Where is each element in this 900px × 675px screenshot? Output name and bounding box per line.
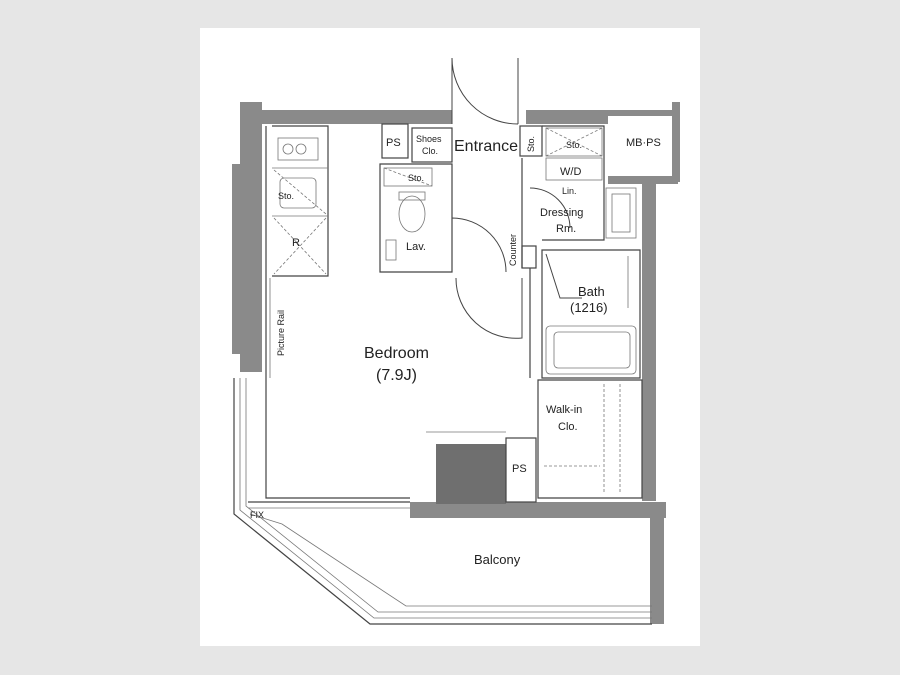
lav-sto — [383, 167, 433, 187]
picture-rail-label: Picture Rail — [276, 310, 286, 356]
fridge-x2 — [273, 217, 327, 275]
bedroom-lower-edge — [265, 378, 410, 499]
bedroom-name: Bedroom — [364, 345, 429, 362]
right-wall — [642, 183, 656, 501]
fridge-x1 — [273, 217, 327, 275]
burner-1 — [282, 143, 294, 155]
dressing-line2: Rm. — [556, 223, 576, 235]
lav-label: Lav. — [406, 241, 426, 253]
lav-sto-x — [383, 167, 433, 187]
mbps-label: MB·PS — [626, 137, 661, 149]
entrance-label: Entrance — [454, 138, 518, 155]
entrance-sto — [519, 125, 543, 157]
shoes-line1: Shoes — [416, 134, 442, 144]
balcony-outer — [233, 378, 652, 625]
bathtub — [545, 325, 637, 375]
floor-plan-sheet: Bedroom (7.9J) Entrance Bath (1216) Lav.… — [200, 28, 700, 646]
sto-top-right-x2 — [545, 127, 603, 157]
kitchen-sto-x1 — [273, 169, 327, 215]
balcony-rail-1 — [239, 378, 652, 619]
bath-size: (1216) — [570, 300, 608, 315]
lav-door — [451, 217, 507, 273]
balcony-inner — [249, 513, 652, 607]
floor-plan: Bedroom (7.9J) Entrance Bath (1216) Lav.… — [232, 57, 680, 625]
bath-name: Bath — [578, 284, 605, 299]
toilet-tank — [398, 191, 426, 201]
ps-bottom-label: PS — [512, 463, 527, 475]
bath-outline — [541, 249, 641, 379]
ps-top-label: PS — [386, 137, 401, 149]
burner-2 — [295, 143, 307, 155]
dressing-door — [529, 187, 571, 229]
wd-box — [545, 157, 603, 181]
lav-sink — [385, 239, 397, 261]
cooktop — [277, 137, 319, 161]
sto-kitchen-label: Sto. — [278, 191, 294, 201]
vanity — [605, 187, 637, 239]
wd-label: W/D — [560, 166, 581, 178]
toilet — [398, 195, 426, 233]
top-wall-left — [262, 110, 452, 124]
exterior-walls — [232, 102, 680, 624]
sto-top-right — [545, 127, 603, 157]
balcony-label: Balcony — [474, 552, 521, 567]
sto-entrance-label: Sto. — [526, 136, 536, 152]
interior-partitions — [248, 123, 643, 509]
left-wall — [232, 102, 262, 372]
walkin-line2: Clo. — [558, 421, 578, 433]
walkin-line1: Walk-in — [546, 404, 582, 416]
counter-label: Counter — [508, 234, 518, 266]
mbps-box-frame-right — [672, 102, 680, 182]
bedroom-size: (7.9J) — [376, 367, 417, 384]
fix-label: FIX — [250, 510, 264, 520]
pillar — [436, 444, 506, 504]
labels: Bedroom (7.9J) Entrance Bath (1216) Lav.… — [250, 134, 661, 567]
lin-label: Lin. — [562, 186, 577, 196]
ps-top-box — [381, 123, 409, 159]
bath-door — [545, 253, 582, 299]
kitchen-outline — [272, 125, 329, 277]
ps-bottom-box — [505, 437, 537, 503]
sto-top-right-label: Sto. — [566, 140, 582, 150]
balcony-right-post — [650, 516, 664, 624]
sink — [279, 177, 317, 209]
top-wall-right — [526, 110, 608, 124]
shoes-closet — [411, 127, 453, 163]
bathtub-inner — [553, 331, 631, 369]
shoes-line2: Clo. — [422, 146, 438, 156]
dressing-line1: Dressing — [540, 207, 583, 219]
walkin-outline — [537, 379, 643, 499]
entrance-door — [451, 57, 519, 125]
mbps-box-frame — [608, 110, 678, 116]
doors — [451, 57, 582, 339]
dressing-outline — [542, 125, 605, 241]
fridge-label: R — [292, 237, 300, 249]
bottom-slab — [410, 502, 666, 518]
vanity-inner — [611, 193, 631, 233]
mbps-box-frame-bottom — [608, 176, 678, 184]
balcony-rail-2 — [245, 378, 652, 613]
balcony — [233, 378, 652, 625]
sto-lav-label: Sto. — [408, 173, 424, 183]
bedroom-door — [455, 277, 523, 339]
counter-box — [521, 245, 537, 269]
